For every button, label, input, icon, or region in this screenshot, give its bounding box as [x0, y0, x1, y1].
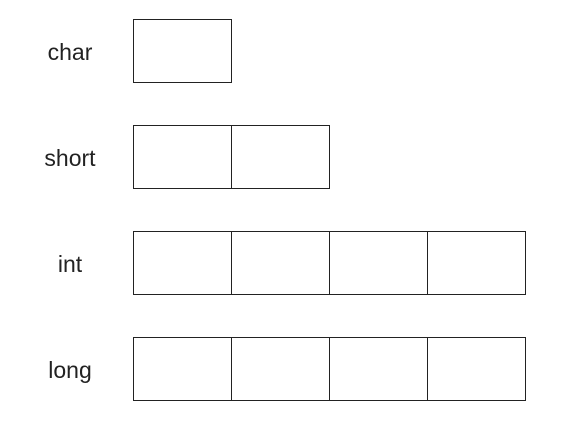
byte-cell [133, 125, 232, 189]
row-label-int: int [57, 251, 83, 277]
byte-cell [133, 337, 232, 401]
byte-cell [232, 337, 330, 401]
row-short: short [0, 125, 565, 191]
byte-cell [133, 19, 232, 83]
row-label-long: long [48, 357, 92, 383]
byte-cells-long [133, 337, 526, 401]
row-char: char [0, 19, 565, 85]
byte-cell [428, 231, 526, 295]
byte-cell [133, 231, 232, 295]
byte-cell [330, 337, 428, 401]
byte-cells-int [133, 231, 526, 295]
byte-cell [330, 231, 428, 295]
row-int: int [0, 231, 565, 297]
row-long: long [0, 337, 565, 403]
byte-cells-short [133, 125, 330, 189]
byte-cells-char [133, 19, 232, 83]
byte-cell [232, 231, 330, 295]
row-label-short: short [44, 145, 96, 171]
row-label-char: char [47, 39, 93, 65]
byte-cell [428, 337, 526, 401]
byte-cell [232, 125, 330, 189]
